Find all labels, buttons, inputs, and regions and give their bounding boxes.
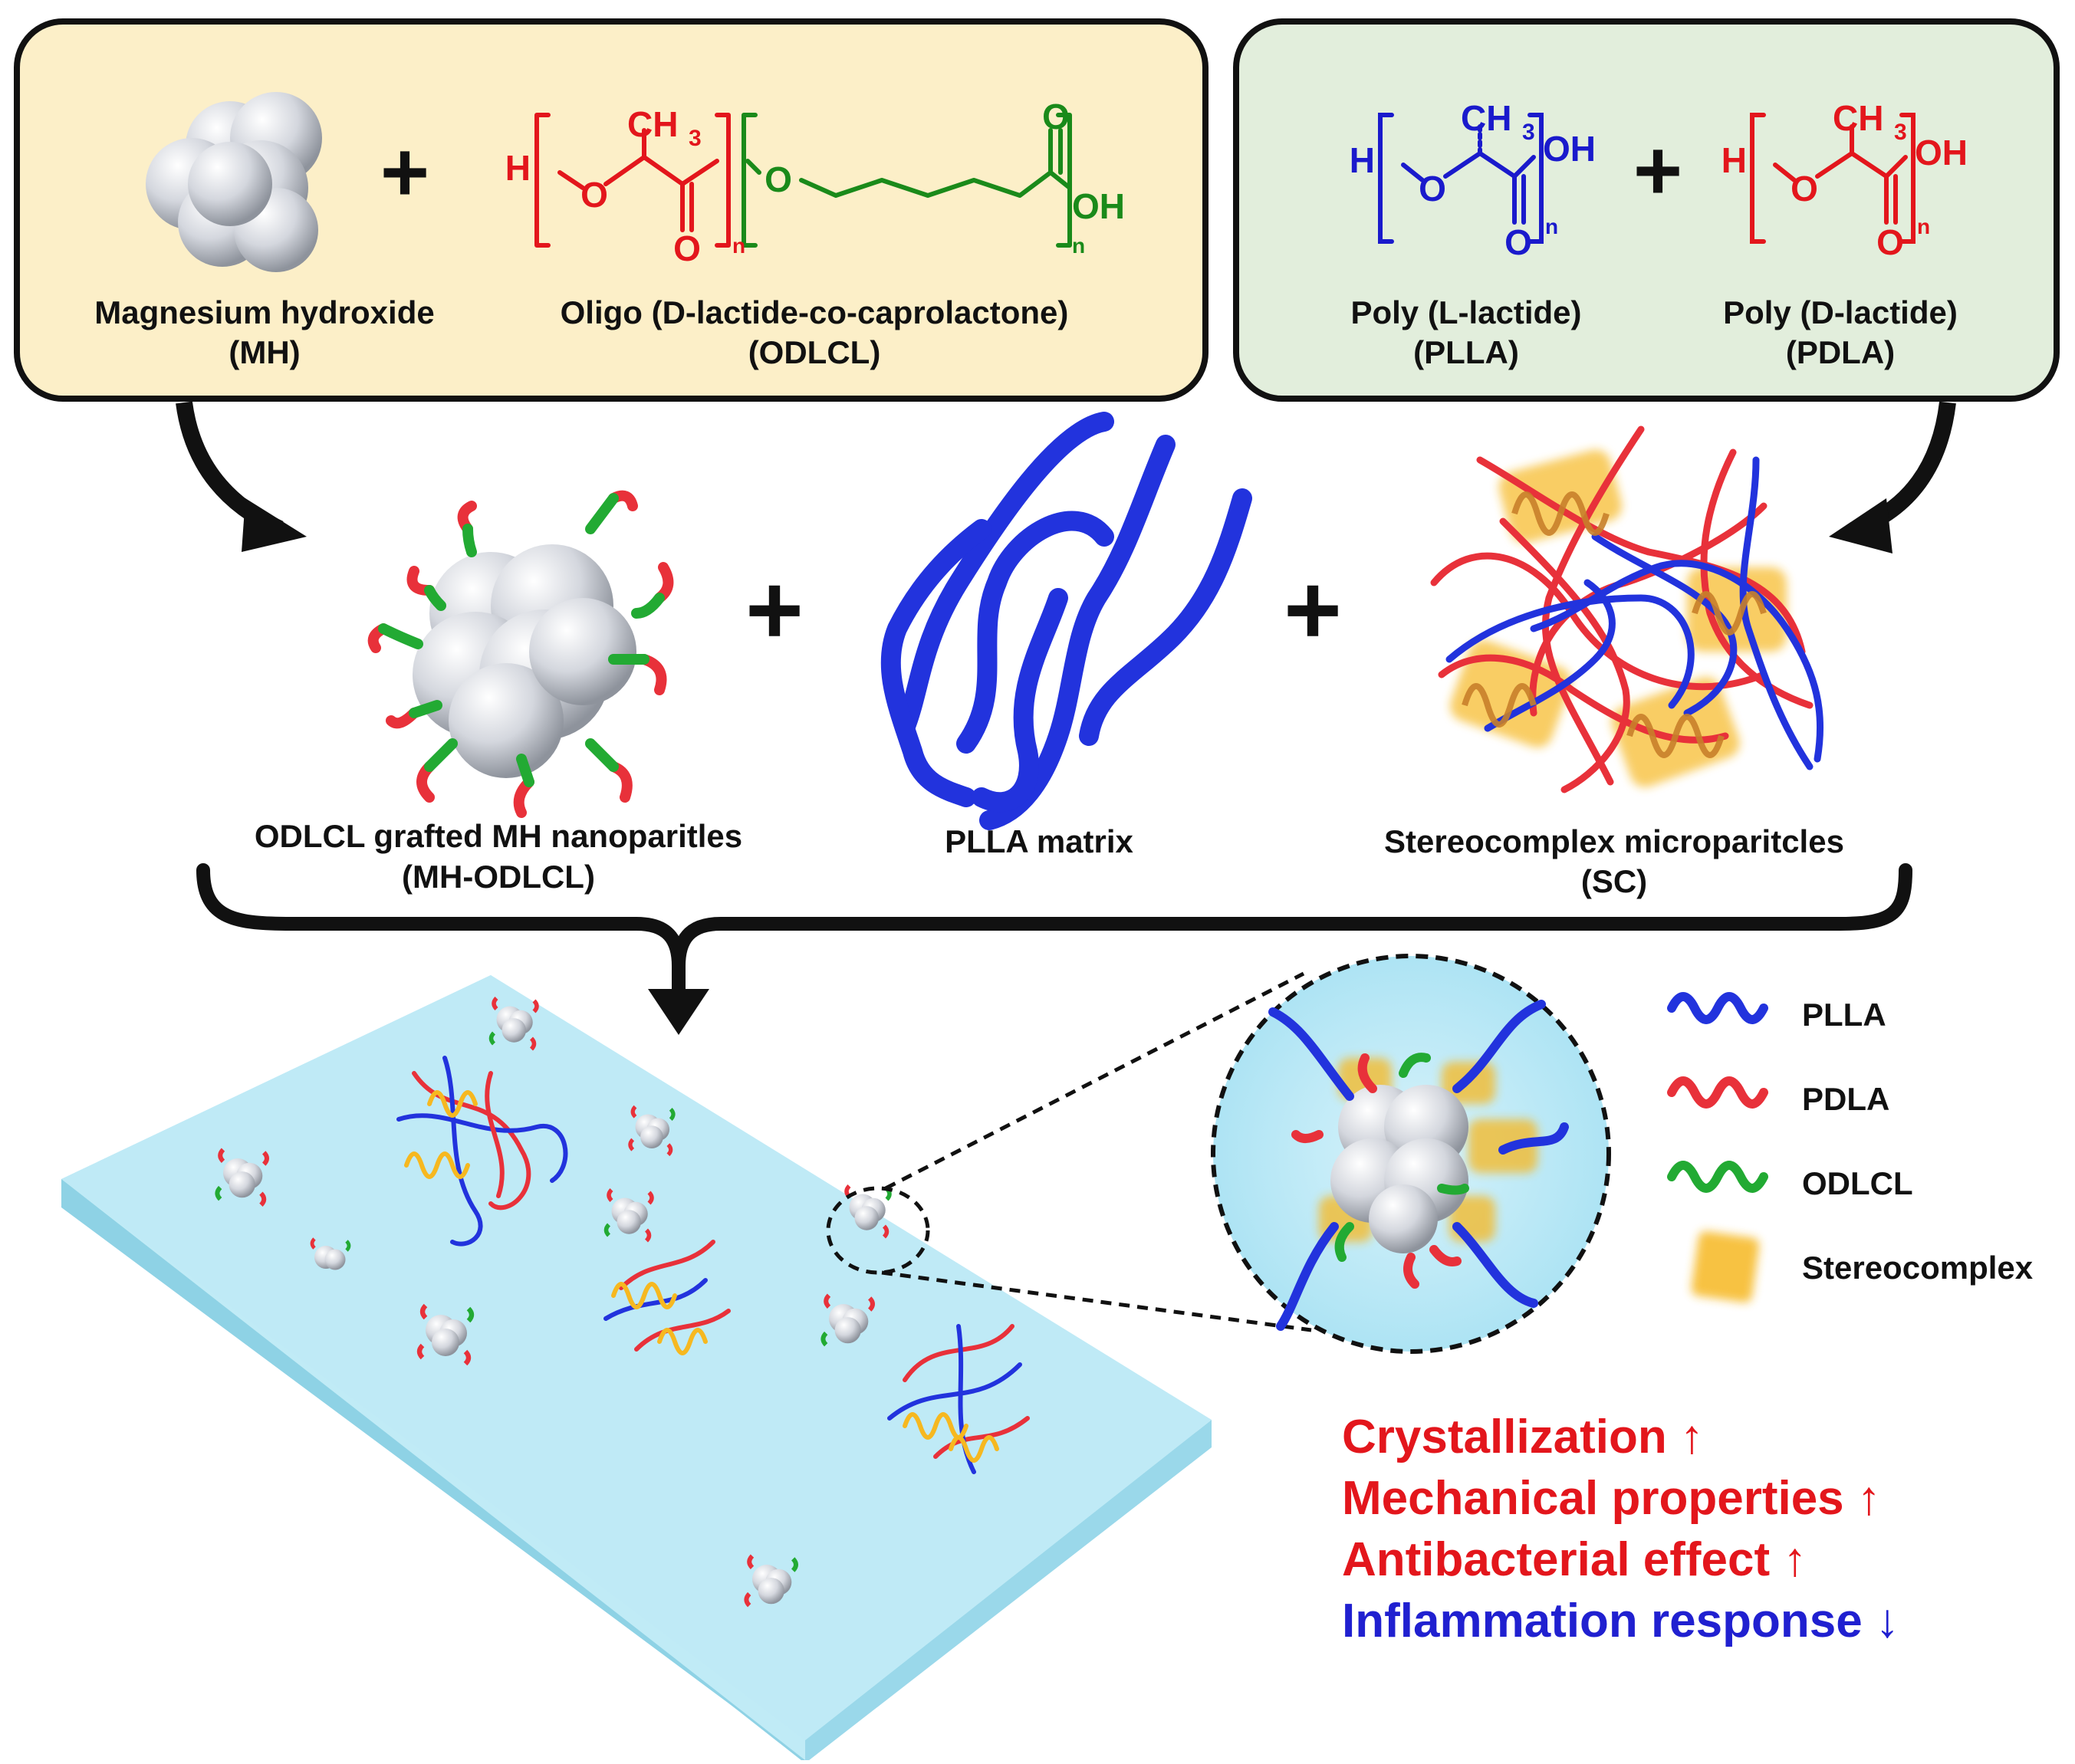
sc-abbr-label: (SC) — [1581, 863, 1647, 899]
sheet-stereocomplex-particles — [396, 1056, 1030, 1474]
pdla-structure — [1750, 113, 1916, 244]
svg-text:O: O — [765, 159, 792, 199]
composite-film-sheet — [61, 975, 1212, 1763]
svg-text:O: O — [1876, 222, 1904, 262]
legend-stereocomplex-label: Stereocomplex — [1802, 1250, 2034, 1286]
effect-inflammation: Inflammation response ↓ — [1342, 1595, 1899, 1647]
legend-pdla-label: PDLA — [1802, 1081, 1889, 1117]
svg-text:CH: CH — [627, 104, 678, 144]
svg-text:H: H — [505, 148, 531, 188]
mh-abbr-label: (MH) — [229, 334, 300, 370]
svg-text:n: n — [1545, 215, 1558, 238]
legend-odlcl-swatch — [1667, 1161, 1768, 1193]
odlcl-name-label: Oligo (D-lactide-co-caprolactone) — [561, 294, 1069, 330]
svg-text:H: H — [1350, 140, 1375, 180]
svg-text:3: 3 — [1522, 120, 1535, 145]
svg-text:OH: OH — [1543, 129, 1596, 169]
legend: PLLA PDLA ODLCL Stereocomplex — [1667, 992, 2034, 1302]
plla-name-label: Poly (L-lactide) — [1350, 294, 1581, 330]
svg-text:n: n — [1072, 234, 1085, 258]
plus-sign-mid-2: + — [1284, 554, 1342, 665]
plus-sign-top-left: + — [380, 125, 429, 219]
odlcl-structure-labels: H O CH 3 O n O O OH n — [505, 97, 1125, 268]
magnesium-hydroxide-cluster-icon — [146, 92, 322, 272]
arrow-left-down-icon — [176, 401, 284, 537]
plla-structure-labels: H O CH 3 OH O n — [1350, 98, 1596, 262]
svg-text:CH: CH — [1461, 98, 1511, 138]
mh-name-label: Magnesium hydroxide — [94, 294, 434, 330]
svg-text:O: O — [1504, 222, 1532, 262]
plla-matrix-label: PLLA matrix — [945, 823, 1133, 859]
zoom-detail-particle-icon — [1268, 1000, 1569, 1331]
legend-stereocomplex-swatch — [1691, 1231, 1760, 1302]
plus-sign-top-right: + — [1633, 123, 1682, 218]
mh-odlcl-nanoparticle-icon — [367, 490, 674, 818]
svg-text:O: O — [580, 175, 608, 215]
mh-odlcl-name-label: ODLCL grafted MH nanoparitles — [255, 818, 742, 854]
legend-odlcl-label: ODLCL — [1802, 1165, 1913, 1201]
mh-odlcl-abbr-label: (MH-ODLCL) — [402, 859, 595, 895]
zoom-source-circle — [826, 1186, 930, 1275]
arrow-left-down-head-icon — [242, 498, 307, 552]
legend-plla-label: PLLA — [1802, 997, 1886, 1033]
arrow-right-down-head-icon — [1829, 498, 1892, 554]
pdla-name-label: Poly (D-lactide) — [1723, 294, 1958, 330]
svg-text:H: H — [1721, 140, 1747, 180]
svg-text:3: 3 — [689, 126, 702, 151]
legend-plla-swatch — [1667, 992, 1768, 1024]
legend-pdla-swatch — [1667, 1076, 1768, 1109]
sc-name-label: Stereocomplex microparitcles — [1384, 823, 1844, 859]
stereocomplex-microparticle-icon — [1430, 425, 1824, 793]
svg-text:3: 3 — [1894, 120, 1907, 145]
svg-text:CH: CH — [1833, 98, 1883, 138]
sheet-nanoparticles — [215, 997, 892, 1608]
merge-arrow-head-icon — [648, 989, 709, 1035]
merge-brace-icon — [196, 863, 1912, 1004]
plla-structure — [1378, 113, 1544, 244]
svg-text:O: O — [1042, 97, 1070, 136]
plla-abbr-label: (PLLA) — [1413, 334, 1519, 370]
svg-text:O: O — [673, 228, 701, 268]
effect-antibacterial: Antibacterial effect ↑ — [1342, 1533, 1807, 1586]
odlcl-structure — [534, 113, 1072, 248]
pdla-abbr-label: (PDLA) — [1786, 334, 1895, 370]
plus-sign-mid-1: + — [745, 554, 804, 665]
odlcl-abbr-label: (ODLCL) — [748, 334, 881, 370]
reactants-box-right — [1233, 18, 2060, 402]
plla-matrix-icon — [880, 412, 1252, 830]
svg-text:n: n — [732, 234, 745, 258]
svg-text:O: O — [1419, 169, 1446, 209]
svg-text:OH: OH — [1072, 186, 1125, 226]
svg-text:OH: OH — [1915, 133, 1968, 172]
svg-text:n: n — [1917, 215, 1930, 238]
effect-mechanical: Mechanical properties ↑ — [1342, 1472, 1881, 1525]
svg-text:O: O — [1791, 169, 1818, 209]
effect-crystallization: Crystallization ↑ — [1342, 1411, 1704, 1463]
zoom-line-top — [884, 971, 1305, 1191]
pdla-structure-labels: H O CH 3 OH O n — [1721, 98, 1968, 262]
effects-list: Crystallization ↑ Mechanical properties … — [1342, 1411, 1899, 1647]
